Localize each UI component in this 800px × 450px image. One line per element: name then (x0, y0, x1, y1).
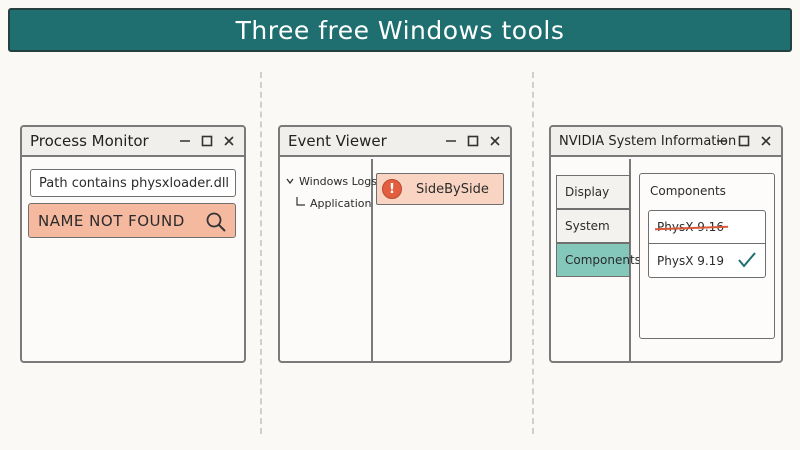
window-title: NVIDIA System Information (559, 133, 737, 149)
window-titlebar: Process Monitor (22, 127, 244, 157)
search-icon (205, 211, 227, 237)
log-tree: Windows Logs Application (280, 159, 377, 361)
dashed-divider (260, 72, 262, 434)
window-titlebar: NVIDIA System Information (551, 127, 781, 157)
banner-title: Three free Windows tools (235, 15, 565, 45)
dashed-divider (532, 72, 534, 434)
tab-label: Components (565, 253, 641, 267)
minimize-icon[interactable] (715, 132, 729, 150)
minimize-icon[interactable] (444, 132, 458, 150)
tree-branch-icon (296, 197, 305, 210)
nvidia-system-info-window: NVIDIA System Information Display System… (549, 125, 783, 363)
checkmark-icon (737, 251, 757, 272)
event-row[interactable]: ! SideBySide (376, 173, 504, 205)
tab-components[interactable]: Components (556, 243, 641, 277)
components-panel: Components PhysX 9.16 PhysX 9.19 (639, 173, 775, 339)
close-icon[interactable] (759, 132, 773, 150)
window-controls (715, 132, 773, 150)
minimize-icon[interactable] (178, 132, 192, 150)
event-viewer-window: Event Viewer Windows Logs Application ! … (278, 125, 512, 363)
close-icon[interactable] (488, 132, 502, 150)
tab-system[interactable]: System (556, 209, 630, 243)
tab-label: Display (565, 185, 610, 199)
components-list: PhysX 9.16 PhysX 9.19 (648, 210, 766, 278)
filter-text: Path contains physxloader.dll (39, 175, 230, 191)
close-icon[interactable] (222, 132, 236, 150)
banner: Three free Windows tools (8, 8, 792, 52)
chevron-down-icon[interactable] (286, 175, 294, 188)
process-monitor-window: Process Monitor Path contains physxloade… (20, 125, 246, 363)
maximize-icon[interactable] (200, 132, 214, 150)
pane-divider (629, 159, 631, 361)
result-text: NAME NOT FOUND (38, 211, 185, 230)
list-item[interactable]: PhysX 9.16 (649, 211, 765, 244)
window-controls (444, 132, 502, 150)
event-source: SideBySide (416, 181, 489, 197)
maximize-icon[interactable] (737, 132, 751, 150)
component-label-struck: PhysX 9.16 (657, 220, 724, 234)
tree-item-windows-logs[interactable]: Windows Logs (286, 175, 377, 188)
maximize-icon[interactable] (466, 132, 480, 150)
list-item[interactable]: PhysX 9.19 (649, 244, 765, 277)
tree-item-application[interactable]: Application (296, 197, 371, 210)
filter-field[interactable]: Path contains physxloader.dll (30, 169, 236, 197)
tree-item-label: Windows Logs (299, 175, 377, 188)
component-label: PhysX 9.19 (657, 253, 724, 268)
window-title: Process Monitor (30, 132, 149, 150)
window-titlebar: Event Viewer (280, 127, 510, 157)
tree-item-label: Application (310, 197, 372, 210)
window-title: Event Viewer (288, 132, 387, 150)
panel-title: Components (650, 184, 726, 198)
tab-label: System (565, 219, 610, 233)
result-row[interactable]: NAME NOT FOUND (28, 203, 236, 238)
tab-display[interactable]: Display (556, 175, 630, 209)
window-controls (178, 132, 236, 150)
error-icon: ! (382, 179, 402, 199)
